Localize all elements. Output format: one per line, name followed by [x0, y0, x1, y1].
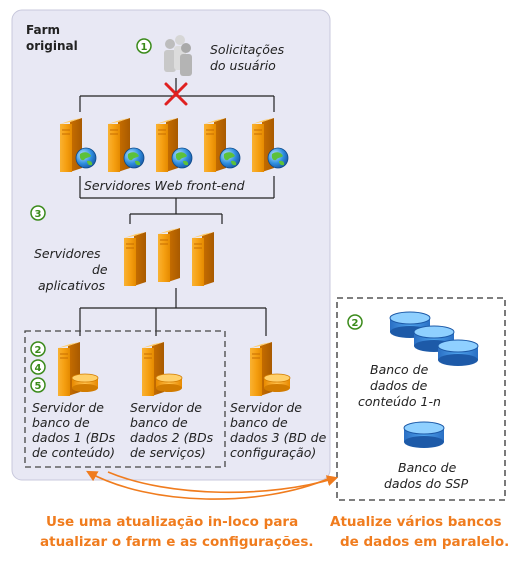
svg-text:Banco de: Banco de [370, 362, 429, 377]
svg-text:dados 1 (BDs: dados 1 (BDs [32, 430, 116, 445]
ssp-database-icon [403, 421, 445, 449]
db-server-1-label: Servidor de banco de dados 1 (BDs de con… [32, 400, 116, 460]
app-servers-line1: Servidores [34, 246, 101, 261]
step-badge-5: 5 [30, 377, 46, 393]
svg-text:de conteúdo): de conteúdo) [32, 445, 115, 460]
svg-text:banco de: banco de [32, 415, 90, 430]
db-server-3-label: Servidor de banco de dados 3 (BD de conf… [230, 400, 327, 460]
svg-text:banco de: banco de [230, 415, 288, 430]
svg-text:Servidor de: Servidor de [230, 400, 302, 415]
svg-text:5: 5 [35, 381, 42, 392]
user-requests-line2: do usuário [210, 58, 276, 73]
note-left-line1: Use uma atualização in-loco para [46, 514, 298, 530]
ssp-database-label: Banco de dados do SSP [384, 460, 469, 491]
blocked-x-icon [164, 82, 188, 106]
svg-text:conteúdo 1-n: conteúdo 1-n [358, 394, 441, 409]
user-requests-line1: Solicitações [210, 42, 285, 57]
note-right-line2: de dados em paralelo. [340, 534, 509, 550]
farm-title-line2: original [26, 39, 78, 53]
svg-text:Banco de: Banco de [398, 460, 457, 475]
app-servers-line3: aplicativos [38, 278, 105, 293]
svg-text:dados de: dados de [370, 378, 428, 393]
db-server-2-label: Servidor de banco de dados 2 (BDs de ser… [130, 400, 214, 460]
svg-text:1: 1 [141, 42, 148, 53]
users-icon [164, 35, 192, 76]
step-badge-1: 1 [136, 38, 152, 54]
db-group-dashed-box [24, 330, 226, 468]
svg-text:dados 3 (BD de: dados 3 (BD de [230, 430, 327, 445]
svg-text:de serviços): de serviços) [130, 445, 206, 460]
svg-text:Servidor de: Servidor de [130, 400, 202, 415]
svg-text:3: 3 [35, 209, 42, 220]
app-servers-line2: de [92, 262, 108, 277]
step-badge-3: 3 [30, 205, 46, 221]
svg-text:2: 2 [35, 345, 42, 356]
app-server-2 [157, 227, 181, 283]
svg-text:configuração): configuração) [230, 445, 316, 460]
step-badge-4: 4 [30, 359, 46, 375]
app-server-3 [191, 231, 215, 287]
content-databases-label: Banco de dados de conteúdo 1-n [358, 362, 441, 409]
web-servers-label: Servidores Web front-end [84, 178, 245, 193]
step-badge-2: 2 [30, 341, 46, 357]
app-server-1 [123, 231, 147, 287]
step-badge-right-2: 2 [347, 314, 363, 330]
note-left-line2: atualizar o farm e as configurações. [40, 534, 313, 550]
svg-text:2: 2 [352, 318, 359, 329]
svg-text:dados do SSP: dados do SSP [384, 476, 469, 491]
orange-arrow-right [107, 471, 339, 494]
svg-text:dados 2 (BDs: dados 2 (BDs [130, 430, 214, 445]
svg-text:4: 4 [35, 363, 42, 374]
connector-web-app [79, 176, 275, 224]
orange-arrow-left [86, 470, 331, 500]
svg-text:banco de: banco de [130, 415, 188, 430]
note-right-line1: Atualize vários bancos [330, 514, 502, 530]
farm-title-line1: Farm [26, 23, 60, 37]
svg-text:Servidor de: Servidor de [32, 400, 104, 415]
